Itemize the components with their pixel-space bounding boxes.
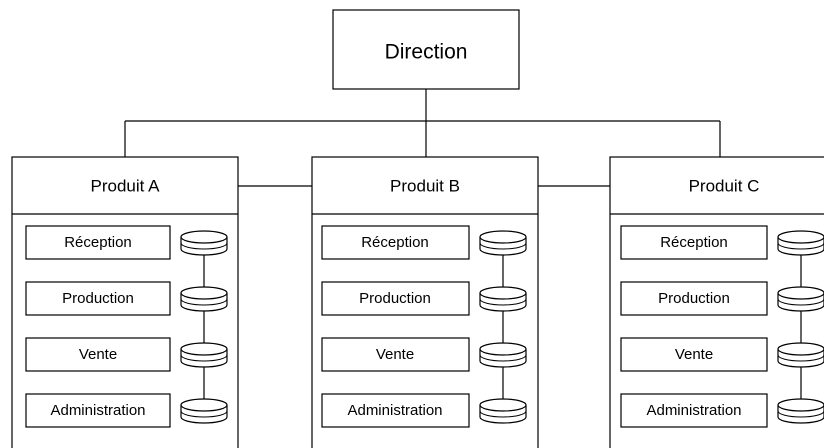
product-column-b: Produit B Réception Production Vente Adm… xyxy=(311,156,539,448)
database-icon xyxy=(777,230,824,256)
database-icon xyxy=(180,398,228,424)
direction-node: Direction xyxy=(332,9,520,90)
function-box-administration xyxy=(25,393,171,428)
product-title: Produit A xyxy=(91,176,161,195)
database-icon xyxy=(479,230,527,256)
function-label-vente: Vente xyxy=(675,346,713,363)
connectors xyxy=(124,89,721,187)
function-label-administration: Administration xyxy=(646,402,741,419)
database-icon xyxy=(180,342,228,368)
function-label-vente: Vente xyxy=(79,346,117,363)
function-box-production xyxy=(321,281,470,316)
function-label-administration: Administration xyxy=(347,402,442,419)
direction-box xyxy=(332,9,520,90)
function-label-production: Production xyxy=(658,290,730,307)
function-box-production xyxy=(25,281,171,316)
function-label-administration: Administration xyxy=(50,402,145,419)
function-box-vente xyxy=(321,337,470,372)
function-box-administration xyxy=(321,393,470,428)
function-label-reception: Réception xyxy=(64,234,132,251)
database-icon xyxy=(777,342,824,368)
function-label-reception: Réception xyxy=(660,234,728,251)
function-box-reception xyxy=(25,225,171,260)
product-column-a: Produit A Réception Production Vente Adm… xyxy=(11,156,239,448)
database-icon xyxy=(479,342,527,368)
product-column-c: Produit C Réception Production Vente Adm… xyxy=(609,156,824,448)
function-label-vente: Vente xyxy=(376,346,414,363)
function-label-production: Production xyxy=(359,290,431,307)
product-title: Produit C xyxy=(689,176,760,195)
function-box-reception xyxy=(321,225,470,260)
direction-label: Direction xyxy=(385,41,468,64)
database-icon xyxy=(479,286,527,312)
database-icon xyxy=(777,398,824,424)
function-box-production xyxy=(620,281,768,316)
function-box-reception xyxy=(620,225,768,260)
product-title: Produit B xyxy=(390,176,460,195)
function-label-reception: Réception xyxy=(361,234,429,251)
database-icon xyxy=(777,286,824,312)
database-icon xyxy=(479,398,527,424)
database-icon xyxy=(180,230,228,256)
function-box-vente xyxy=(25,337,171,372)
function-box-vente xyxy=(620,337,768,372)
database-icon xyxy=(180,286,228,312)
function-label-production: Production xyxy=(62,290,134,307)
function-box-administration xyxy=(620,393,768,428)
